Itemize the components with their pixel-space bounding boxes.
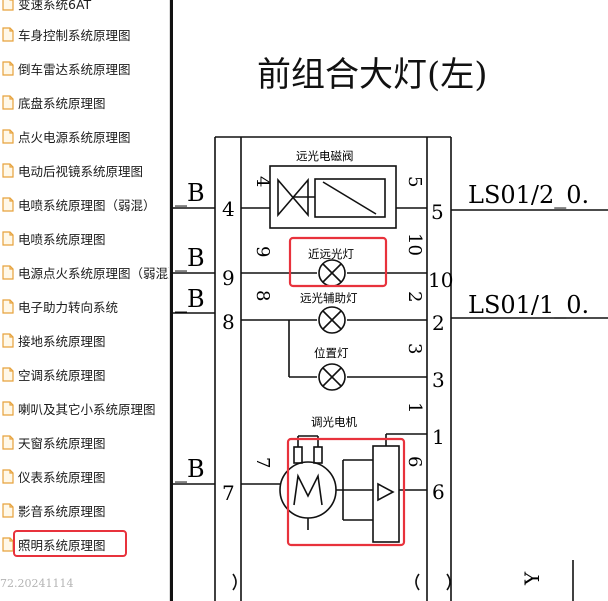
tree-item-label: 底盘系统原理图 <box>18 95 106 111</box>
tree-item[interactable]: 喇叭及其它小系统原理图 <box>0 394 169 422</box>
highlight-box-lamp <box>288 236 388 288</box>
left-wire-label: _B <box>175 285 205 313</box>
pin-number-rotated: 9 <box>252 246 273 257</box>
near-far-lamp-symbol <box>241 259 427 287</box>
pin-number: 10 <box>428 268 453 292</box>
tree-item[interactable]: 天窗系统原理图 <box>0 428 169 456</box>
tree-item[interactable]: 电动后视镜系统原理图 <box>0 156 169 184</box>
component-label: 近远光灯 <box>308 247 354 261</box>
document-icon <box>2 60 14 76</box>
right-wires <box>451 209 608 319</box>
tree-item-label: 点火电源系统原理图 <box>18 129 131 145</box>
document-icon <box>2 230 14 246</box>
pin-number-rotated: 3 <box>404 343 425 354</box>
document-icon <box>2 332 14 348</box>
pin-number-rotated: 1 <box>404 402 425 413</box>
bottom-wire-label: Y <box>520 571 544 586</box>
document-icon <box>2 502 14 518</box>
tree-item[interactable]: 电源点火系统原理图（弱混） <box>0 258 170 286</box>
left-wire-label: _B <box>175 179 205 207</box>
document-icon <box>2 298 14 314</box>
document-icon <box>2 400 14 416</box>
pin-number: 6 <box>432 480 445 504</box>
pin-number: 8 <box>222 310 235 334</box>
component-label: 调光电机 <box>311 415 357 429</box>
version-label: 72.20241114 <box>0 577 74 590</box>
tree-item[interactable]: 影音系统原理图 <box>0 496 169 524</box>
tree-item[interactable]: 电子助力转向系统 <box>0 292 169 320</box>
schematic-diagram: 前组合大灯(左) _B _B _B _B <box>173 55 608 601</box>
document-icon <box>2 536 14 552</box>
right-wire-label: LS01/1_0. <box>468 291 589 319</box>
document-icon <box>2 128 14 144</box>
pin-number-rotated: 6 <box>404 456 425 467</box>
pin-number: 9 <box>222 266 235 290</box>
pin-number: 5 <box>431 200 444 224</box>
diagram-title: 前组合大灯(左) <box>257 55 488 95</box>
tree-item[interactable]: 电喷系统原理图 <box>0 224 169 252</box>
document-icon <box>2 434 14 450</box>
left-wires <box>173 207 215 485</box>
tree-item-label: 空调系统原理图 <box>18 367 106 383</box>
document-icon <box>2 26 14 42</box>
document-icon <box>2 196 14 212</box>
tree-item-label: 喇叭及其它小系统原理图 <box>18 401 156 417</box>
tree-item-label: 电喷系统原理图 <box>18 231 106 247</box>
tree-item-label: 电喷系统原理图（弱混） <box>18 197 156 213</box>
tree-item-label: 仪表系统原理图 <box>18 469 106 485</box>
tree-item-label: 电子助力转向系统 <box>18 299 119 315</box>
tree-item[interactable]: 变速系统6AT <box>0 0 169 17</box>
tree-item-label: 车身控制系统原理图 <box>18 27 131 43</box>
tree-item-label: 电源点火系统原理图（弱混） <box>18 265 170 281</box>
tree-item-label: 变速系统6AT <box>18 0 92 12</box>
tree-item[interactable]: 底盘系统原理图 <box>0 88 169 116</box>
document-icon <box>2 468 14 484</box>
tree-item[interactable]: 电喷系统原理图（弱混） <box>0 190 169 218</box>
document-icon <box>2 366 14 382</box>
left-wire-label: _B <box>175 244 205 272</box>
viewer-divider[interactable] <box>170 0 173 601</box>
tree-item-label: 照明系统原理图 <box>18 537 106 553</box>
highlight-box-motor <box>286 437 406 547</box>
pin-number: 4 <box>222 197 235 221</box>
tree-item[interactable]: 仪表系统原理图 <box>0 462 169 490</box>
tree-item-label: 电动后视镜系统原理图 <box>18 163 144 179</box>
tree-item[interactable]: 倒车雷达系统原理图 <box>0 54 169 82</box>
pin-number: 2 <box>432 311 445 335</box>
document-icon <box>2 162 14 178</box>
connector-frame <box>214 136 452 601</box>
document-icon <box>2 0 14 11</box>
pin-number: 3 <box>432 368 445 392</box>
pin-number: 1 <box>432 425 445 449</box>
tree-item-label: 倒车雷达系统原理图 <box>18 61 131 77</box>
left-wire-label: _B <box>175 455 205 483</box>
pin-number-rotated: 7 <box>252 457 273 468</box>
tree-item[interactable]: 空调系统原理图 <box>0 360 169 388</box>
document-icon <box>2 264 14 280</box>
position-lamp-symbol <box>288 320 427 391</box>
pin-number-rotated: 8 <box>252 290 273 301</box>
tree-item-label: 影音系统原理图 <box>18 503 106 519</box>
pin-number-rotated: 10 <box>404 233 425 256</box>
pin-number-rotated: 4 <box>252 176 273 187</box>
tree-item[interactable]: 照明系统原理图 <box>0 530 169 558</box>
document-icon <box>2 94 14 110</box>
tree-item-label: 接地系统原理图 <box>18 333 106 349</box>
high-aux-lamp-symbol <box>241 306 427 334</box>
pin-number-rotated: 5 <box>404 176 425 187</box>
pin-number-rotated: 2 <box>404 291 425 302</box>
leveling-motor-symbol <box>241 433 427 543</box>
file-tree-sidebar: 变速系统6AT 车身控制系统原理图倒车雷达系统原理图底盘系统原理图点火电源系统原理… <box>0 0 170 601</box>
tree-item-label: 天窗系统原理图 <box>18 435 106 451</box>
schematic-viewer[interactable]: 前组合大灯(左) _B _B _B _B <box>173 0 608 601</box>
tree-item[interactable]: 车身控制系统原理图 <box>0 20 169 48</box>
solenoid-symbol <box>241 165 427 229</box>
component-label: 位置灯 <box>314 346 349 360</box>
component-label: 远光电磁阀 <box>296 149 354 163</box>
pin-number: 7 <box>222 481 235 505</box>
right-wire-label: LS01/2_0. <box>468 181 589 209</box>
tree-item[interactable]: 点火电源系统原理图 <box>0 122 169 150</box>
component-label: 远光辅助灯 <box>300 291 358 305</box>
tree-item[interactable]: 接地系统原理图 <box>0 326 169 354</box>
